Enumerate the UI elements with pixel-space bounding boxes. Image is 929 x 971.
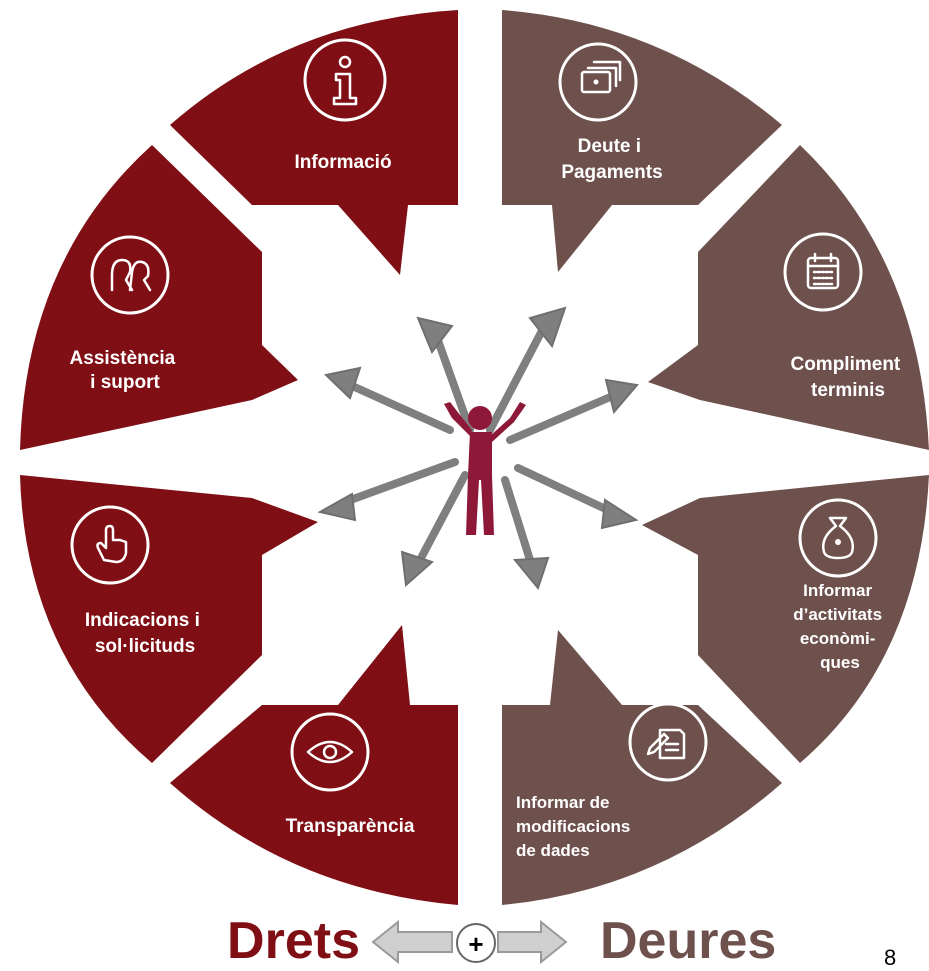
footer: Drets + Deures 8 <box>227 912 896 970</box>
hand-glyph <box>96 524 128 564</box>
arrowhead-down-right <box>512 556 550 591</box>
pointing-hand-icon <box>70 505 150 585</box>
label-activitats-1: Informar <box>803 581 872 600</box>
svg-text:Assistència i suport: Assistència i suport <box>70 348 181 393</box>
arrow-left <box>346 381 454 434</box>
label-assistencia-2: i suport <box>90 372 160 393</box>
arrow-up-left <box>432 331 474 434</box>
label-indicacions-2: sol·licituds <box>95 636 195 657</box>
eye-glyph <box>306 740 354 764</box>
arrowhead-down-left <box>400 550 434 588</box>
arrow-heads <box>317 306 639 591</box>
label-modificacions-3: de dades <box>516 841 590 860</box>
segment-indicacions <box>20 475 318 763</box>
person-figure <box>444 402 526 535</box>
svg-text:Informar d’activitats: Informar d’activitats econòmi- ques <box>793 581 887 672</box>
money-bag-glyph <box>822 516 854 560</box>
icon-circles <box>70 38 878 792</box>
money-icon <box>558 42 638 122</box>
plus-symbol: + <box>468 929 483 959</box>
segment-deute <box>502 10 782 272</box>
eye-icon <box>290 712 370 792</box>
duties-segments <box>502 10 929 905</box>
label-activitats-3: econòmi- <box>800 629 876 648</box>
arrowhead-up-right <box>528 306 567 349</box>
rights-segments <box>20 10 458 905</box>
money-bag-icon <box>798 498 878 578</box>
rights-title: Drets <box>227 912 360 970</box>
money-glyph <box>580 60 622 94</box>
arrow-down-left <box>416 471 469 564</box>
arrow-down-left-far <box>341 458 459 506</box>
arrow-down-right-far <box>514 464 616 516</box>
label-transparencia-1: Transparència <box>286 816 415 837</box>
label-modificacions-2: modificacions <box>516 817 630 836</box>
arrowhead-right <box>604 378 639 415</box>
duties-title: Deures <box>600 912 776 970</box>
label-activitats-4: ques <box>820 653 860 672</box>
arrow-up-right <box>486 321 549 434</box>
page-number: 8 <box>884 945 896 970</box>
svg-text:Informar de modificacion: Informar de modificacions de dades <box>516 793 635 860</box>
icon-glyphs <box>96 55 854 764</box>
svg-text:Transparència: Transparència <box>286 816 415 837</box>
segment-activitats <box>642 475 929 763</box>
icon-marks <box>593 79 841 545</box>
segment-labels: Informació Assistència i suport Indicaci… <box>70 136 905 860</box>
arrowhead-left <box>323 366 362 400</box>
label-deute-2: Pagaments <box>561 162 662 183</box>
label-indicacions-1: Indicacions i <box>85 610 200 631</box>
label-activitats-2: d’activitats <box>793 605 882 624</box>
calendar-glyph <box>806 252 840 290</box>
arrow-right <box>506 391 619 444</box>
info-glyph <box>332 55 358 106</box>
info-icon <box>303 38 387 122</box>
center-arrows <box>341 321 619 564</box>
label-modificacions-1: Informar de <box>516 793 610 812</box>
label-assistencia-1: Assistència <box>70 348 176 369</box>
people-icon <box>90 235 170 315</box>
segment-compliment <box>648 145 929 450</box>
arrowhead-down-right-far <box>600 498 639 530</box>
label-compliment-2: terminis <box>811 380 885 401</box>
document-edit-glyph <box>646 728 686 760</box>
label-informacio-1: Informació <box>294 152 391 173</box>
arrowhead-up-left <box>416 316 454 354</box>
svg-text:Informació: Informació <box>294 152 391 173</box>
arrowhead-down-left-far <box>317 492 357 522</box>
double-arrow: + <box>371 919 568 965</box>
document-edit-icon <box>628 702 708 782</box>
arrow-down-right <box>501 476 534 564</box>
label-deute-1: Deute i <box>578 136 641 157</box>
calendar-icon <box>783 232 863 312</box>
people-glyph <box>110 258 152 292</box>
segment-modificacions <box>502 630 782 905</box>
svg-text:Deute i Pagaments: Deute i Pagaments <box>561 136 662 183</box>
svg-text:Indicacions i sol·licitu: Indicacions i sol·licituds <box>85 610 205 657</box>
label-compliment-1: Compliment <box>790 354 900 375</box>
segment-transparencia <box>170 625 458 905</box>
svg-text:Compliment terminis: Compliment terminis <box>790 354 905 401</box>
